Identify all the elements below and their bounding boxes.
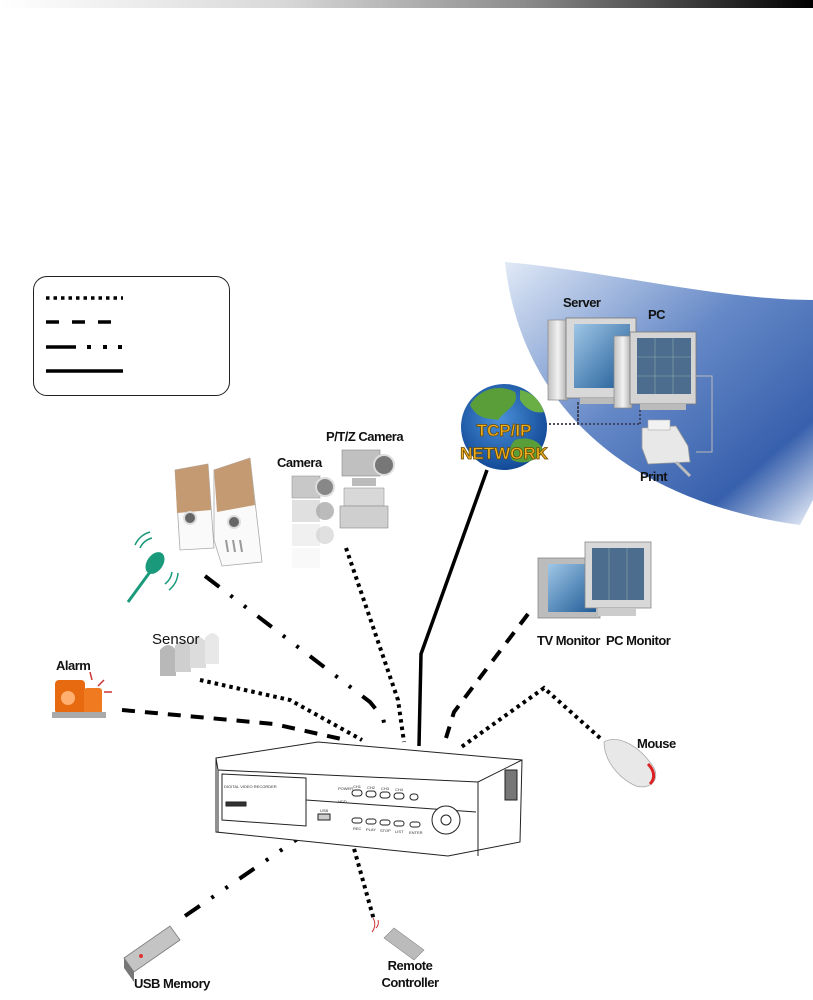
dvr-power-label: POWER	[338, 786, 353, 791]
sensor-label: Sensor	[152, 631, 200, 648]
network-label-line1: TCP/IP	[477, 421, 532, 440]
sensor-connection	[199, 678, 363, 742]
remote-controller-icon	[371, 917, 425, 961]
ptz-camera-icon	[339, 449, 395, 529]
dvr-model-text: DIGITAL VIDEO RECORDER	[224, 784, 277, 789]
dvr-stop-label: STOP	[380, 828, 391, 833]
speakers-icon	[174, 457, 263, 567]
mouse-icon	[603, 739, 657, 788]
dvr-rec-label: REC	[353, 826, 362, 831]
dvr-ch3-label: CH3	[381, 786, 390, 791]
dvr-usb-label: USB	[320, 808, 329, 813]
network-label-line2: NETWORK	[460, 444, 549, 463]
legend-dash-dot-dot-line	[46, 345, 122, 349]
audio-connection	[203, 574, 388, 733]
ptz-camera-label: P/T/Z Camera	[326, 429, 404, 444]
pc-icon	[613, 331, 697, 410]
mouse-label: Mouse	[637, 736, 676, 751]
tcp-ip-network-globe	[461, 384, 547, 470]
alarm-label: Alarm	[56, 658, 90, 673]
pc-monitor-label: PC Monitor	[606, 633, 671, 648]
tv-monitor-label: TV Monitor	[537, 633, 600, 648]
alarm-icon	[52, 671, 112, 718]
dvr-ch4-label: CH4	[395, 787, 404, 792]
camera-icon	[291, 475, 335, 568]
camera-label: Camera	[277, 455, 323, 470]
alarm-connection	[121, 708, 347, 742]
print-label: Print	[640, 469, 668, 484]
pc-monitor-icon	[584, 541, 652, 616]
monitor-connection	[444, 612, 530, 739]
printer-icon	[641, 419, 692, 478]
dvr-hdd-label: HDD	[338, 799, 347, 804]
pc-label: PC	[648, 307, 666, 322]
dvr-ch1-label: CH1	[353, 784, 362, 789]
camera-connection	[344, 547, 406, 743]
dvr-play-label: PLAY	[366, 827, 376, 832]
sensor-icon	[160, 633, 219, 676]
remote-label-line2: Controller	[381, 975, 439, 990]
dvr-ch2-label: CH2	[367, 785, 376, 790]
server-label: Server	[563, 295, 601, 310]
dvr-list-label: LIST	[395, 829, 404, 834]
dvr-unit	[215, 741, 523, 857]
usb-memory-icon	[123, 925, 181, 982]
dvr-enter-label: ENTER	[409, 830, 423, 835]
remote-label-line1: Remote	[388, 958, 433, 973]
legend-box	[33, 276, 230, 396]
microphone-icon	[126, 531, 179, 603]
legend-samples	[46, 296, 123, 373]
header-gradient-bar	[0, 0, 813, 8]
network-connection	[417, 469, 489, 747]
mouse-connection	[458, 685, 602, 750]
usb-memory-label: USB Memory	[134, 976, 211, 991]
